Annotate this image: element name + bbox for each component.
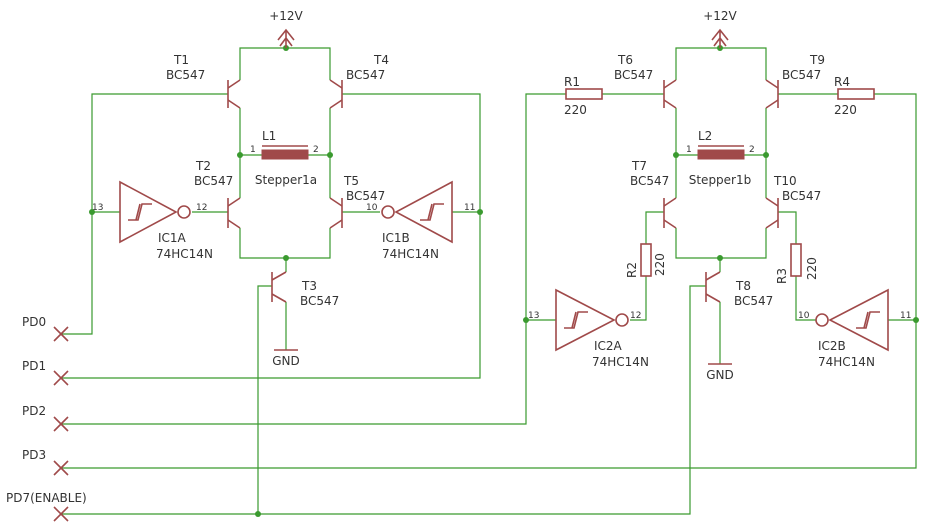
- port-label: PD3: [22, 448, 46, 462]
- transistor-name: T8: [735, 279, 751, 293]
- port-label: PD1: [22, 359, 46, 373]
- supply-label: +12V: [269, 9, 303, 23]
- resistor-r4: R4 220: [834, 75, 875, 117]
- coil-l1: L1 1 2 Stepper1a: [250, 129, 319, 187]
- transistor-t5: T5 BC547: [329, 174, 385, 229]
- port-pd2: PD2: [22, 404, 69, 432]
- inverter-name: IC1A: [158, 231, 187, 245]
- ground-right: GND: [706, 363, 734, 382]
- port-pd7-enable: PD7(ENABLE): [6, 491, 87, 522]
- transistor-type: BC547: [630, 174, 669, 188]
- coil-name: L2: [698, 129, 712, 143]
- transistor-t8: T8 BC547: [705, 271, 773, 308]
- resistor-name: R4: [834, 75, 850, 89]
- transistor-t1: T1 BC547: [166, 53, 241, 109]
- supply-right: +12V: [703, 9, 738, 48]
- transistor-t4: T4 BC547: [329, 53, 389, 109]
- port-label: PD7(ENABLE): [6, 491, 87, 505]
- resistor-r2: R2 220: [625, 243, 667, 278]
- supply-label: +12V: [703, 9, 737, 23]
- transistor-t3: T3 BC547: [271, 271, 339, 308]
- transistor-type: BC547: [346, 189, 385, 203]
- coil-label: Stepper1b: [689, 173, 752, 187]
- supply-left: +12V: [269, 9, 304, 48]
- transistor-name: T2: [195, 159, 211, 173]
- transistor-name: T3: [301, 279, 317, 293]
- transistor-t9: T9 BC547: [765, 53, 825, 109]
- transistor-name: T10: [773, 174, 797, 188]
- pin-out: 12: [196, 203, 207, 213]
- junctions: [89, 45, 919, 517]
- transistor-t2: T2 BC547: [194, 159, 241, 229]
- resistor-value: 220: [564, 103, 587, 117]
- resistor-name: R2: [625, 262, 639, 278]
- inverter-part: 74HC14N: [382, 247, 439, 261]
- pin-out: 12: [630, 311, 641, 321]
- resistor-name: R1: [564, 75, 580, 89]
- resistor-value: 220: [834, 103, 857, 117]
- transistor-type: BC547: [782, 68, 821, 82]
- inverter-ic1a: 13 12 IC1A 74HC14N: [92, 180, 213, 261]
- coil-pin2: 2: [313, 145, 319, 155]
- pin-out: 10: [798, 311, 810, 321]
- inverter-ic2a: 13 12 IC2A 74HC14N: [528, 288, 649, 369]
- inverter-part: 74HC14N: [592, 355, 649, 369]
- coil-pin2: 2: [749, 145, 755, 155]
- transistor-type: BC547: [300, 294, 339, 308]
- port-label: PD2: [22, 404, 46, 418]
- inverter-ic2b: 11 10 IC2B 74HC14N: [798, 288, 911, 369]
- coil-pin1: 1: [250, 145, 256, 155]
- transistor-type: BC547: [782, 189, 821, 203]
- inverter-name: IC1B: [382, 231, 410, 245]
- port-pd1: PD1: [22, 359, 69, 386]
- coil-l2: L2 1 2 Stepper1b: [686, 129, 755, 187]
- resistor-r1: R1 220: [564, 75, 603, 117]
- coil-name: L1: [262, 129, 276, 143]
- transistor-type: BC547: [166, 68, 205, 82]
- coil-pin1: 1: [686, 145, 692, 155]
- resistor-value: 220: [653, 253, 667, 276]
- pin-in: 13: [528, 311, 539, 321]
- resistor-name: R3: [775, 268, 789, 284]
- inverter-part: 74HC14N: [818, 355, 875, 369]
- resistor-value: 220: [805, 257, 819, 280]
- pin-in: 11: [464, 203, 475, 213]
- inverter-ic1b: 11 10 IC1B 74HC14N: [366, 180, 475, 261]
- transistor-name: T4: [373, 53, 389, 67]
- ground-label: GND: [706, 368, 734, 382]
- transistor-type: BC547: [734, 294, 773, 308]
- transistor-name: T6: [617, 53, 633, 67]
- resistor-r3: R3 220: [775, 243, 819, 284]
- transistor-type: BC547: [346, 68, 385, 82]
- transistor-name: T1: [173, 53, 189, 67]
- pin-in: 13: [92, 203, 103, 213]
- transistor-type: BC547: [614, 68, 653, 82]
- transistor-t10: T10 BC547: [765, 174, 821, 229]
- inverter-part: 74HC14N: [156, 247, 213, 261]
- transistor-name: T9: [809, 53, 825, 67]
- port-pd3: PD3: [22, 448, 69, 476]
- coil-label: Stepper1a: [255, 173, 317, 187]
- ground-label: GND: [272, 354, 300, 368]
- transistor-name: T7: [631, 159, 647, 173]
- ground-left: GND: [272, 349, 300, 368]
- port-pd0: PD0: [22, 315, 69, 342]
- inverter-name: IC2B: [818, 339, 846, 353]
- pin-out: 10: [366, 203, 378, 213]
- transistor-t6: T6 BC547: [614, 53, 677, 109]
- transistor-type: BC547: [194, 174, 233, 188]
- pin-in: 11: [900, 311, 911, 321]
- port-label: PD0: [22, 315, 46, 329]
- inverter-name: IC2A: [594, 339, 623, 353]
- transistor-name: T5: [343, 174, 359, 188]
- transistor-t7: T7 BC547: [630, 159, 677, 229]
